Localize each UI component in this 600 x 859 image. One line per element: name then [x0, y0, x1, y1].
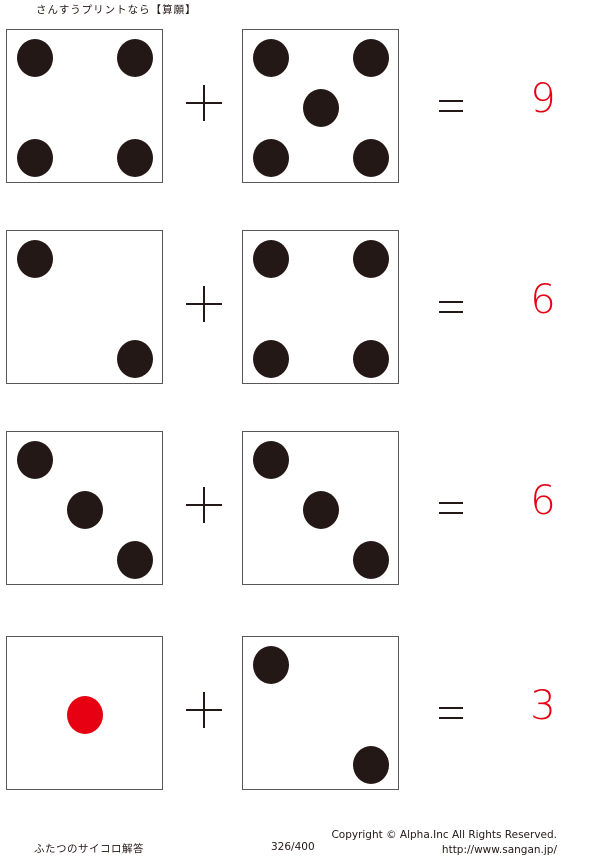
- left-die: [6, 230, 163, 384]
- pip-icon: [17, 39, 53, 77]
- problem-row: 9: [0, 29, 600, 185]
- pip-icon: [353, 139, 389, 177]
- answer-value: 3: [530, 683, 556, 729]
- pip-icon: [17, 139, 53, 177]
- pip-icon: [353, 340, 389, 378]
- problem-row: 3: [0, 636, 600, 792]
- right-die: [242, 29, 399, 183]
- page-number: 326/400: [271, 841, 315, 853]
- answer-value: 6: [530, 277, 556, 323]
- pip-icon: [253, 646, 289, 684]
- equals-sign: [439, 502, 463, 514]
- right-die: [242, 636, 399, 790]
- equals-sign: [439, 707, 463, 719]
- left-die: [6, 431, 163, 585]
- plus-sign: [186, 692, 222, 728]
- footer-credits: Copyright © Alpha.Inc All Rights Reserve…: [331, 828, 557, 858]
- pip-icon: [353, 746, 389, 784]
- worksheet-name: ふたつのサイコロ解答: [34, 843, 144, 855]
- right-die: [242, 431, 399, 585]
- pip-icon: [253, 340, 289, 378]
- pip-icon: [17, 240, 53, 278]
- right-die: [242, 230, 399, 384]
- pip-icon: [117, 340, 153, 378]
- copyright-text: Copyright © Alpha.Inc All Rights Reserve…: [331, 829, 557, 841]
- plus-sign: [186, 85, 222, 121]
- equals-sign: [439, 301, 463, 313]
- site-url: http://www.sangan.jp/: [441, 844, 557, 856]
- red-pip-icon: [67, 696, 103, 734]
- pip-icon: [303, 89, 339, 127]
- pip-icon: [253, 39, 289, 77]
- pip-icon: [253, 139, 289, 177]
- pip-icon: [117, 541, 153, 579]
- pip-icon: [353, 240, 389, 278]
- answer-value: 9: [530, 76, 556, 122]
- pip-icon: [67, 491, 103, 529]
- left-die: [6, 636, 163, 790]
- pip-icon: [353, 39, 389, 77]
- plus-sign: [186, 487, 222, 523]
- problem-row: 6: [0, 431, 600, 587]
- pip-icon: [253, 441, 289, 479]
- plus-sign: [186, 286, 222, 322]
- equals-sign: [439, 100, 463, 112]
- problem-row: 6: [0, 230, 600, 386]
- site-header: さんすうプリントなら【算願】: [36, 4, 197, 16]
- pip-icon: [117, 139, 153, 177]
- left-die: [6, 29, 163, 183]
- pip-icon: [353, 541, 389, 579]
- pip-icon: [17, 441, 53, 479]
- answer-value: 6: [530, 478, 556, 524]
- pip-icon: [117, 39, 153, 77]
- pip-icon: [303, 491, 339, 529]
- pip-icon: [253, 240, 289, 278]
